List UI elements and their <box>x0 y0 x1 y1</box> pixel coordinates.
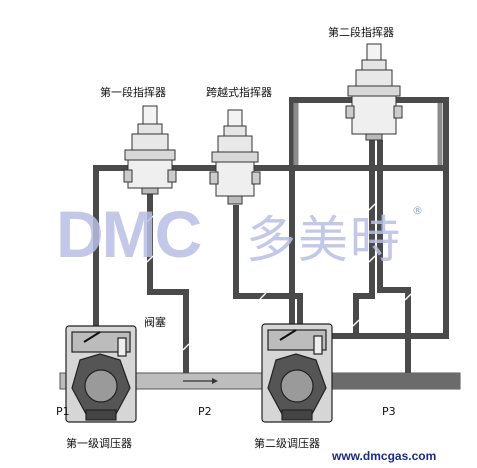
main-pipe <box>59 372 461 390</box>
label-stage2-regulator: 第二级调压器 <box>254 437 320 450</box>
label-p2: P2 <box>198 405 212 418</box>
label-stage1-pilot: 第一段指挥器 <box>100 86 166 99</box>
label-p1: P1 <box>56 405 70 418</box>
control-lines <box>93 97 449 373</box>
stage2-pilot <box>345 43 403 141</box>
stage2-regulator <box>261 323 333 423</box>
crossover-pilot <box>209 109 261 205</box>
website-url: www.dmcgas.com <box>332 449 437 463</box>
watermark-brand: DMC <box>56 197 202 271</box>
line-marks <box>146 203 412 351</box>
label-p3: P3 <box>382 405 396 418</box>
watermark-registered: ® <box>412 204 423 217</box>
label-valve-plug: 阀塞 <box>144 316 166 329</box>
watermark-chinese: 多美時 <box>246 211 402 269</box>
stage1-regulator <box>65 325 137 423</box>
label-stage2-pilot: 第二段指挥器 <box>328 26 394 39</box>
stage1-pilot <box>123 105 177 195</box>
label-crossover-pilot: 跨越式指挥器 <box>206 86 272 99</box>
flow-arrow <box>183 378 218 384</box>
label-stage1-regulator: 第一级调压器 <box>66 437 132 450</box>
control-lines-light <box>293 103 443 165</box>
